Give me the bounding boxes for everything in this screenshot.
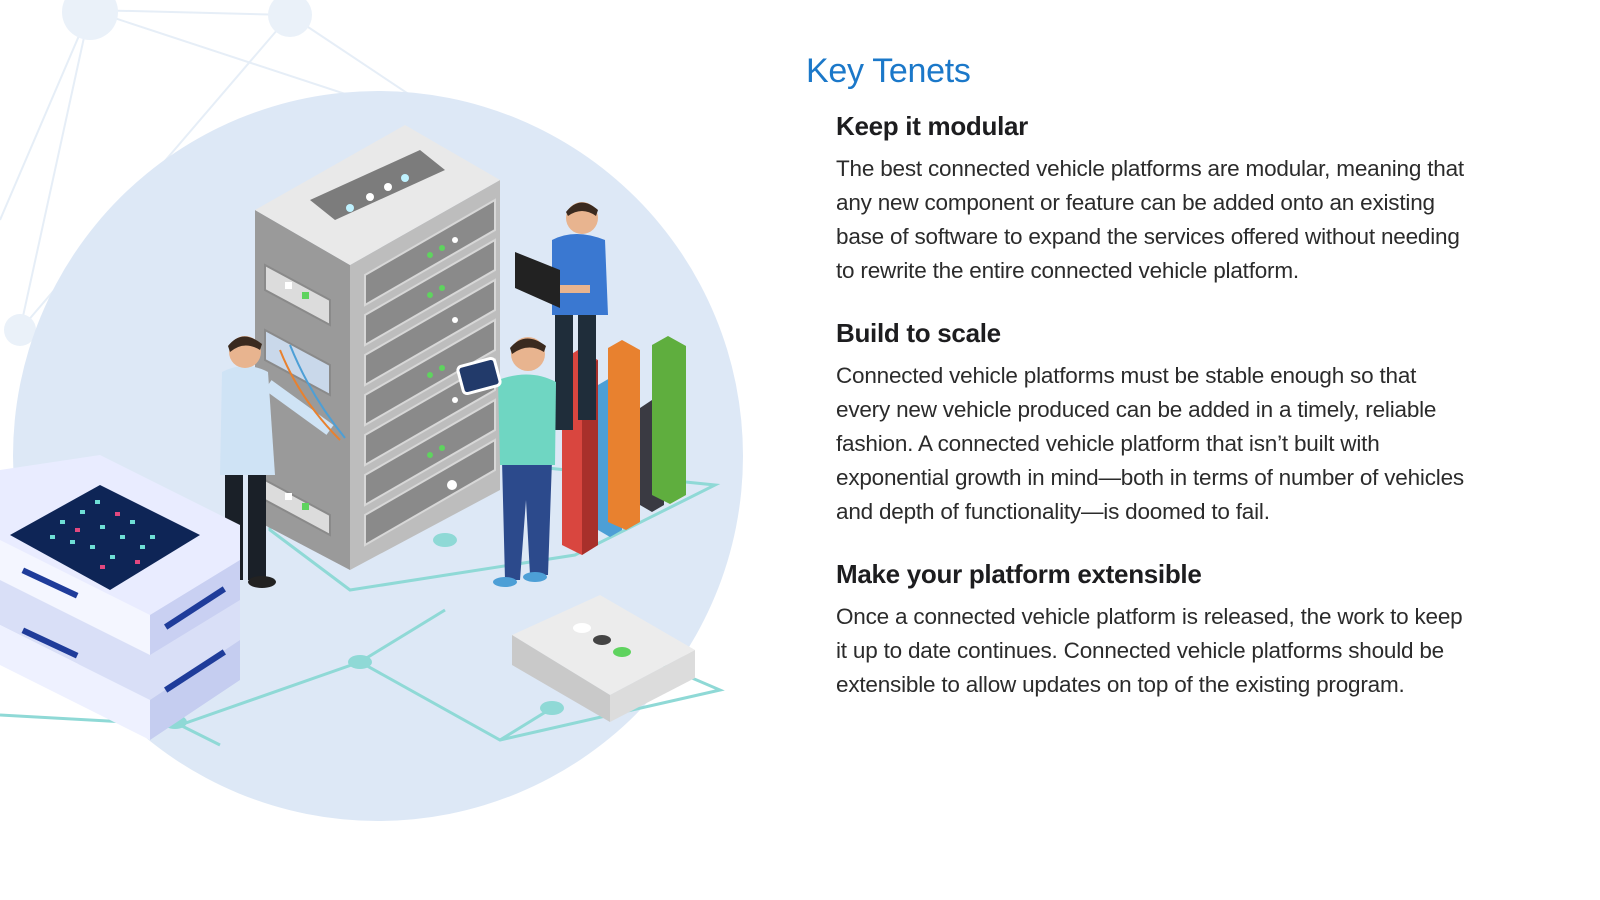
key-tenets-section: Key Tenets Keep it modular The best conn… <box>806 52 1566 732</box>
server-illustration <box>0 0 780 900</box>
tenet-body: Connected vehicle platforms must be stab… <box>836 363 1464 524</box>
person-with-tablet <box>456 337 556 587</box>
key-tenets-heading: Key Tenets <box>806 52 971 90</box>
tenet-build-to-scale: Build to scale Connected vehicle platfor… <box>836 318 1476 529</box>
router-box <box>512 595 695 722</box>
led-grid-server <box>0 455 240 740</box>
bar-chart-graphic <box>562 336 686 555</box>
tenet-title: Make your platform extensible <box>836 559 1202 589</box>
tenet-keep-it-modular: Keep it modular The best connected vehic… <box>836 111 1476 288</box>
tenet-title: Build to scale <box>836 318 1001 348</box>
person-with-laptop <box>515 202 608 430</box>
tenet-title: Keep it modular <box>836 111 1028 141</box>
datacenter-scene <box>0 0 743 821</box>
server-tower <box>255 125 500 570</box>
tenet-make-platform-extensible: Make your platform extensible Once a con… <box>836 559 1476 702</box>
tenet-body: Once a connected vehicle platform is rel… <box>836 604 1463 697</box>
tenet-body: The best connected vehicle platforms are… <box>836 156 1464 283</box>
